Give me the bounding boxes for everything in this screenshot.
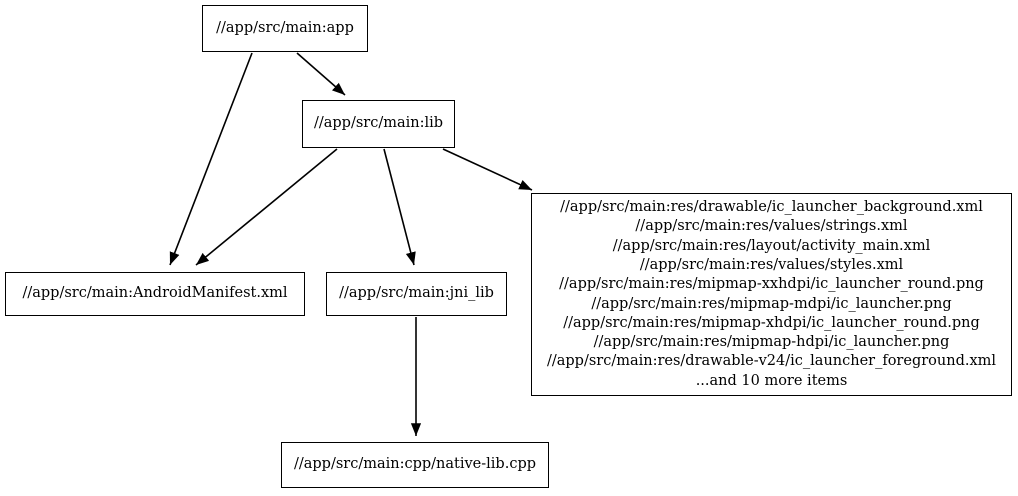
graph-node-jni-lib-label: //app/src/main:jni_lib (339, 285, 494, 302)
graph-node-androidmanifest-label: //app/src/main:AndroidManifest.xml (22, 285, 288, 302)
edge-app-to-lib (296, 52, 346, 96)
graph-node-lib-label: //app/src/main:lib (313, 115, 444, 132)
edge-lib-to-jni (383, 148, 416, 266)
edge-app-to-manifest (169, 52, 253, 266)
graph-node-jni-lib[interactable]: //app/src/main:jni_lib (326, 272, 507, 316)
graph-node-native-lib-cpp-label: //app/src/main:cpp/native-lib.cpp (293, 456, 537, 473)
graph-node-lib[interactable]: //app/src/main:lib (302, 100, 455, 148)
edge-lib-to-resources (442, 148, 533, 191)
graph-node-native-lib-cpp[interactable]: //app/src/main:cpp/native-lib.cpp (281, 442, 549, 488)
graph-node-app[interactable]: //app/src/main:app (202, 5, 368, 52)
edge-lib-to-manifest (195, 148, 338, 266)
graph-node-resources[interactable]: //app/src/main:res/drawable/ic_launcher_… (531, 193, 1012, 396)
graph-node-androidmanifest[interactable]: //app/src/main:AndroidManifest.xml (5, 272, 305, 316)
graph-node-app-label: //app/src/main:app (216, 19, 354, 36)
graph-node-resources-label: //app/src/main:res/drawable/ic_launcher_… (546, 199, 997, 389)
